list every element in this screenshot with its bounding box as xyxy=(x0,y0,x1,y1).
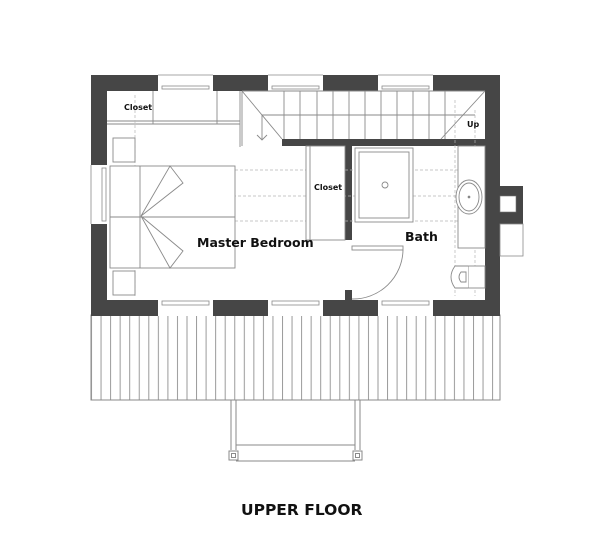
chimney-flue xyxy=(499,195,517,213)
windows-bottom xyxy=(158,300,433,316)
exterior-walls xyxy=(91,75,523,316)
shower xyxy=(354,147,414,223)
deck-steps xyxy=(228,400,363,462)
vanity xyxy=(455,145,486,249)
deck xyxy=(90,314,501,401)
closet-nw xyxy=(107,91,241,147)
windows-top xyxy=(158,74,433,91)
nightstand-bottom xyxy=(112,270,136,296)
closet-center xyxy=(305,145,346,241)
bath-label: Bath xyxy=(405,229,438,244)
closet-center-label: Closet xyxy=(314,183,343,192)
closet-nw-label: Closet xyxy=(124,103,153,112)
nightstand-top xyxy=(112,137,136,163)
bath-door xyxy=(351,245,404,300)
window-left xyxy=(90,165,107,224)
floor-title: UPPER FLOOR xyxy=(241,501,363,519)
master-bedroom-label: Master Bedroom xyxy=(197,235,314,250)
staircase xyxy=(241,90,486,146)
bed xyxy=(109,165,236,269)
interior-walls xyxy=(282,139,485,300)
toilet xyxy=(450,265,486,289)
stairs-up-label: Up xyxy=(467,120,480,129)
